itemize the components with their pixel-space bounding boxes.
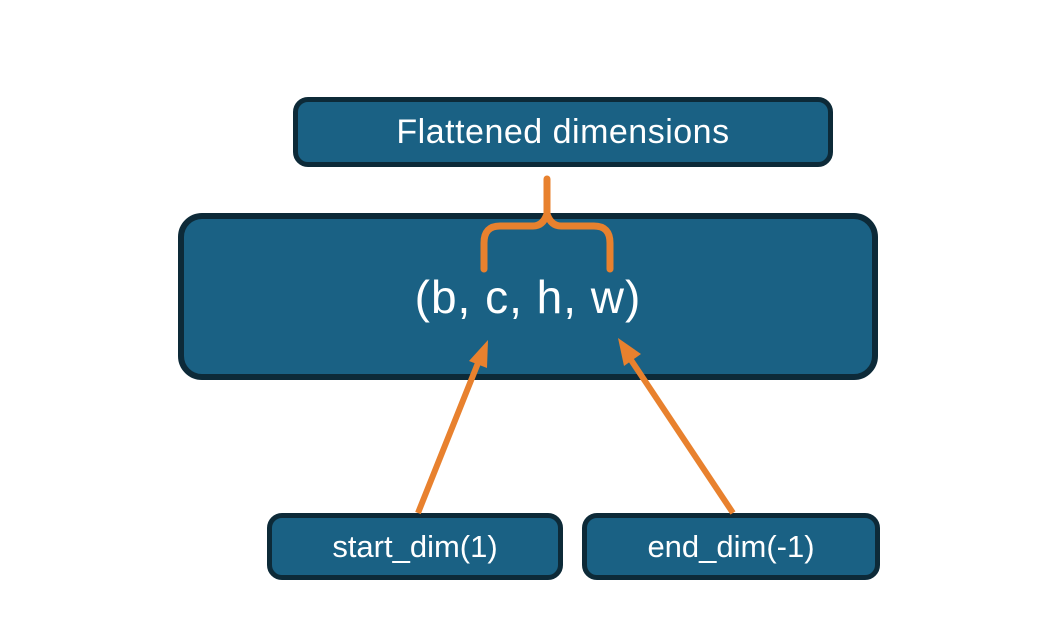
end-dim-label: end_dim(-1) [647,528,815,564]
flattened-dimensions-label: Flattened dimensions [396,112,730,151]
end-dim-box: end_dim(-1) [582,513,880,580]
start-dim-label: start_dim(1) [332,528,498,564]
tensor-shape-box: (b, c, h, w) [178,213,878,380]
tensor-shape-label: (b, c, h, w) [414,270,642,323]
flattened-dimensions-box: Flattened dimensions [293,97,833,167]
start-dim-box: start_dim(1) [267,513,563,580]
